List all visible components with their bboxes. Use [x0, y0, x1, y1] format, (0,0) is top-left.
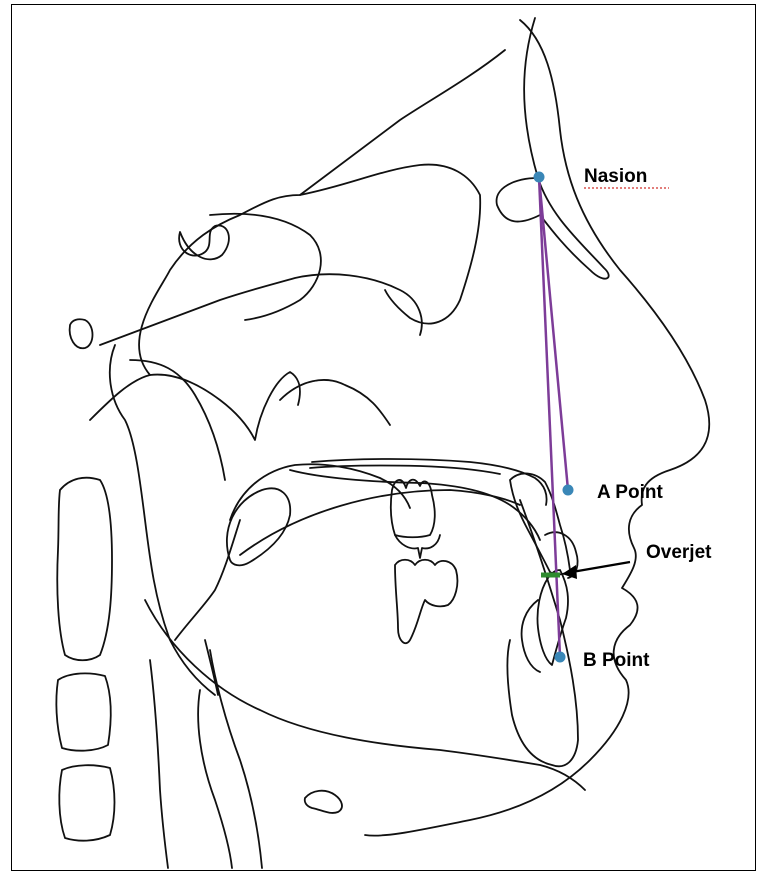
overjet-label: Overjet — [646, 542, 712, 563]
soft-palate — [227, 488, 290, 565]
condyle-ramus-posterior — [110, 345, 215, 695]
symphysis — [507, 500, 578, 766]
soft-tissue-profile — [365, 20, 709, 836]
ear-rod — [70, 319, 93, 348]
articular-eminence — [90, 372, 300, 440]
mandibular-lower-border — [145, 600, 585, 790]
gonial-angle — [205, 640, 218, 695]
ramus-anterior — [175, 520, 240, 640]
b-point-dot-marker-icon — [555, 652, 566, 663]
lower-incisor — [537, 570, 568, 665]
cranial-base — [139, 50, 505, 375]
frontal-bone-inner — [497, 18, 609, 279]
labels: Nasion A Point Overjet B Point — [583, 166, 712, 671]
vertebra-c3 — [56, 673, 110, 750]
molar-occlusal — [395, 535, 440, 558]
hyoid — [305, 791, 342, 813]
a-point-dot-marker-icon — [563, 485, 574, 496]
b-point-label: B Point — [583, 650, 650, 671]
occlusal-curve — [240, 490, 520, 555]
vertebra-c4 — [59, 765, 114, 840]
vertebra-c2 — [57, 478, 112, 661]
overjet-marker — [541, 562, 630, 579]
nasion-label: Nasion — [584, 166, 647, 187]
overjet-arrow-shaft — [572, 562, 630, 572]
pharynx-anterior — [210, 650, 262, 868]
nasion-dot-marker-icon — [534, 172, 545, 183]
skull-tracing — [56, 18, 709, 868]
sella-turcica — [179, 225, 229, 259]
zygomatic-arch-lower — [280, 380, 390, 425]
spine-posterior — [150, 660, 168, 868]
a-point-label: A Point — [597, 482, 663, 503]
pharynx-posterior — [198, 690, 232, 868]
orbit-rim — [300, 165, 480, 324]
lower-molar — [395, 560, 457, 643]
